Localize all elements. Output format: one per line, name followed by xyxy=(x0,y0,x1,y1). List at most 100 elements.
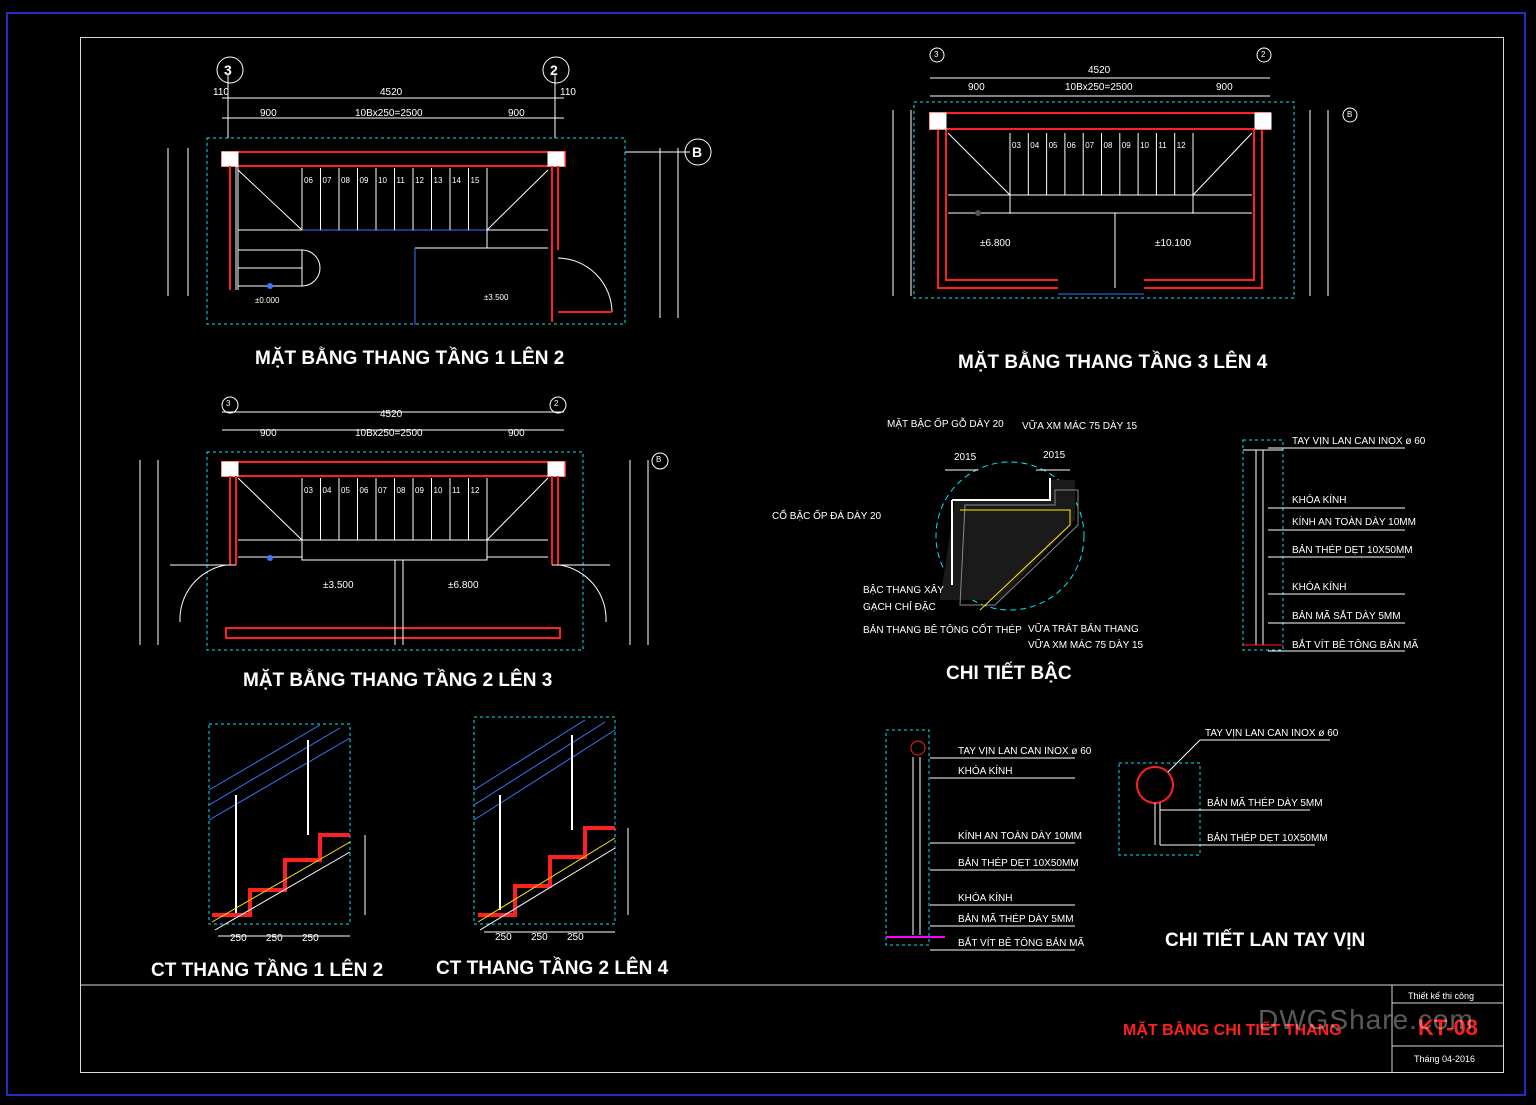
tread-number: 13 xyxy=(434,176,443,185)
dim-right-edge: 110 xyxy=(560,87,576,98)
level-marker: ±3.500 xyxy=(484,293,509,302)
plan23-title: MẶT BẰNG THANG TẦNG 2 LÊN 3 xyxy=(243,670,553,691)
sheet-title: MẶT BẰNG CHI TIẾT THANG xyxy=(1123,1022,1342,1039)
callout-label: BẬC THANG XÂY xyxy=(863,585,944,596)
callout-label: VỮA TRÁT BẢN THANG xyxy=(1028,624,1139,635)
tread-number: 06 xyxy=(360,486,369,495)
dim-landing-left: 900 xyxy=(968,82,985,93)
dim-left-edge: 110 xyxy=(213,87,229,98)
grid-label-b: B xyxy=(692,144,703,160)
level-marker: ±6.800 xyxy=(448,580,479,591)
tread-number: 08 xyxy=(397,486,406,495)
tread-number: 07 xyxy=(323,176,332,185)
level-marker: ±0.000 xyxy=(255,296,280,305)
callout-label: BẢN MÃ THÉP DÀY 5MM xyxy=(958,914,1074,925)
tread-number: 05 xyxy=(341,486,350,495)
ct12-title: CT THANG TẦNG 1 LÊN 2 xyxy=(151,960,384,981)
callout-label: TAY VỊN LAN CAN INOX ø 60 xyxy=(1205,728,1339,739)
dim-steps: 10Bx250=2500 xyxy=(355,108,423,119)
stair-section-2-to-4-graphic xyxy=(473,716,629,933)
tread-number: 11 xyxy=(452,486,461,495)
tread-number: 10 xyxy=(378,176,387,185)
grid-label-b: B xyxy=(656,455,662,464)
dim-landing-left: 900 xyxy=(260,108,277,119)
grid-label-2: 2 xyxy=(554,399,559,408)
dim-label: 250 xyxy=(266,933,283,944)
grid-bubble-3 xyxy=(216,56,244,84)
dim-landing-right: 900 xyxy=(508,108,525,119)
tread-number: 15 xyxy=(471,176,480,185)
level-marker: ±10.100 xyxy=(1155,238,1192,249)
level-marker: ±6.800 xyxy=(980,238,1011,249)
tread-number: 14 xyxy=(452,176,461,185)
stair-section-1-to-2-graphic xyxy=(208,723,366,937)
grid-bubble-3 xyxy=(221,396,239,414)
title-block-lines xyxy=(80,984,1504,1072)
callout-label: KHÓA KÍNH xyxy=(1292,495,1347,506)
callout-label: GẠCH CHỈ ĐẶC xyxy=(863,602,936,613)
callout-label: KHÓA KÍNH xyxy=(958,893,1013,904)
callout-label: KHÓA KÍNH xyxy=(1292,582,1347,593)
dim-steps: 10Bx250=2500 xyxy=(1065,82,1133,93)
callout-label: BẢN MÃ THÉP DÀY 5MM xyxy=(1207,798,1323,809)
dim-landing-left: 900 xyxy=(260,428,277,439)
callout-label: CỔ BẬC ỐP ĐÁ DÀY 20 xyxy=(772,511,882,522)
callout-label: TAY VỊN LAN CAN INOX ø 60 xyxy=(958,746,1092,757)
sheet-date: Tháng 04-2016 xyxy=(1414,1054,1476,1064)
tread-number: 06 xyxy=(304,176,313,185)
grid-label-3: 3 xyxy=(224,62,232,78)
dim-total: 4520 xyxy=(380,87,403,98)
grid-bubble-2 xyxy=(549,396,567,414)
tread-number: 07 xyxy=(1085,141,1094,150)
level-marker: ±3.500 xyxy=(323,580,354,591)
dim-label: 250 xyxy=(567,932,584,943)
tread-number: 10 xyxy=(434,486,443,495)
tread-number: 08 xyxy=(1104,141,1113,150)
tread-number: 08 xyxy=(341,176,350,185)
tread-number: 11 xyxy=(1158,141,1167,150)
dim-label: 2015 xyxy=(1043,450,1066,461)
dim-total: 4520 xyxy=(1088,65,1111,76)
callout-label: KÍNH AN TOÀN DÀY 10MM xyxy=(1292,517,1416,528)
handrail-title: CHI TIẾT LAN TAY VỊN xyxy=(1165,930,1366,951)
grid-label-3: 3 xyxy=(934,50,939,59)
tread-number: 12 xyxy=(471,486,480,495)
tread-number: 06 xyxy=(1067,141,1076,150)
grid-label-3: 3 xyxy=(226,399,231,408)
step-detail-graphic xyxy=(935,461,1085,611)
railing-detail-right-graphic xyxy=(1242,439,1405,652)
dim-landing-right: 900 xyxy=(508,428,525,439)
callout-label: BẮT VÍT BÊ TÔNG BẢN MÃ xyxy=(1292,640,1419,651)
callout-label: KHÓA KÍNH xyxy=(958,766,1013,777)
dim-label: 250 xyxy=(302,933,319,944)
grid-label-2: 2 xyxy=(550,62,558,78)
tread-number: 07 xyxy=(378,486,387,495)
callout-label: BẢN THÉP DẸT 10X50MM xyxy=(958,858,1079,869)
dim-landing-right: 900 xyxy=(1216,82,1233,93)
sheet-code: KT-08 xyxy=(1418,1015,1478,1040)
grid-bubble-b xyxy=(651,452,669,470)
grid-label-b: B xyxy=(1347,110,1353,119)
tread-number: 11 xyxy=(397,176,406,185)
watermark: DWGShare.com xyxy=(1258,1004,1474,1035)
dim-total: 4520 xyxy=(380,409,403,420)
plan12-title: MẶT BẰNG THANG TẦNG 1 LÊN 2 xyxy=(255,348,565,369)
grid-bubble-2 xyxy=(542,56,570,84)
callout-label: VỮA XM MÁC 75 DÀY 15 xyxy=(1022,421,1138,432)
design-stage: Thiết kế thi công xyxy=(1408,991,1475,1001)
step-detail-title: CHI TIẾT BẬC xyxy=(946,663,1072,684)
callout-label: BẢN THÉP DẸT 10X50MM xyxy=(1207,833,1328,844)
tread-number: 04 xyxy=(1030,141,1039,150)
callout-label: VỮA XM MÁC 75 DÀY 15 xyxy=(1028,640,1144,651)
tread-number: 09 xyxy=(1122,141,1131,150)
tread-number: 04 xyxy=(323,486,332,495)
tread-number: 03 xyxy=(1012,141,1021,150)
railing-detail-left-graphic xyxy=(885,729,1075,951)
grid-label-2: 2 xyxy=(1261,50,1266,59)
tread-number: 10 xyxy=(1140,141,1149,150)
tread-number: 12 xyxy=(415,176,424,185)
